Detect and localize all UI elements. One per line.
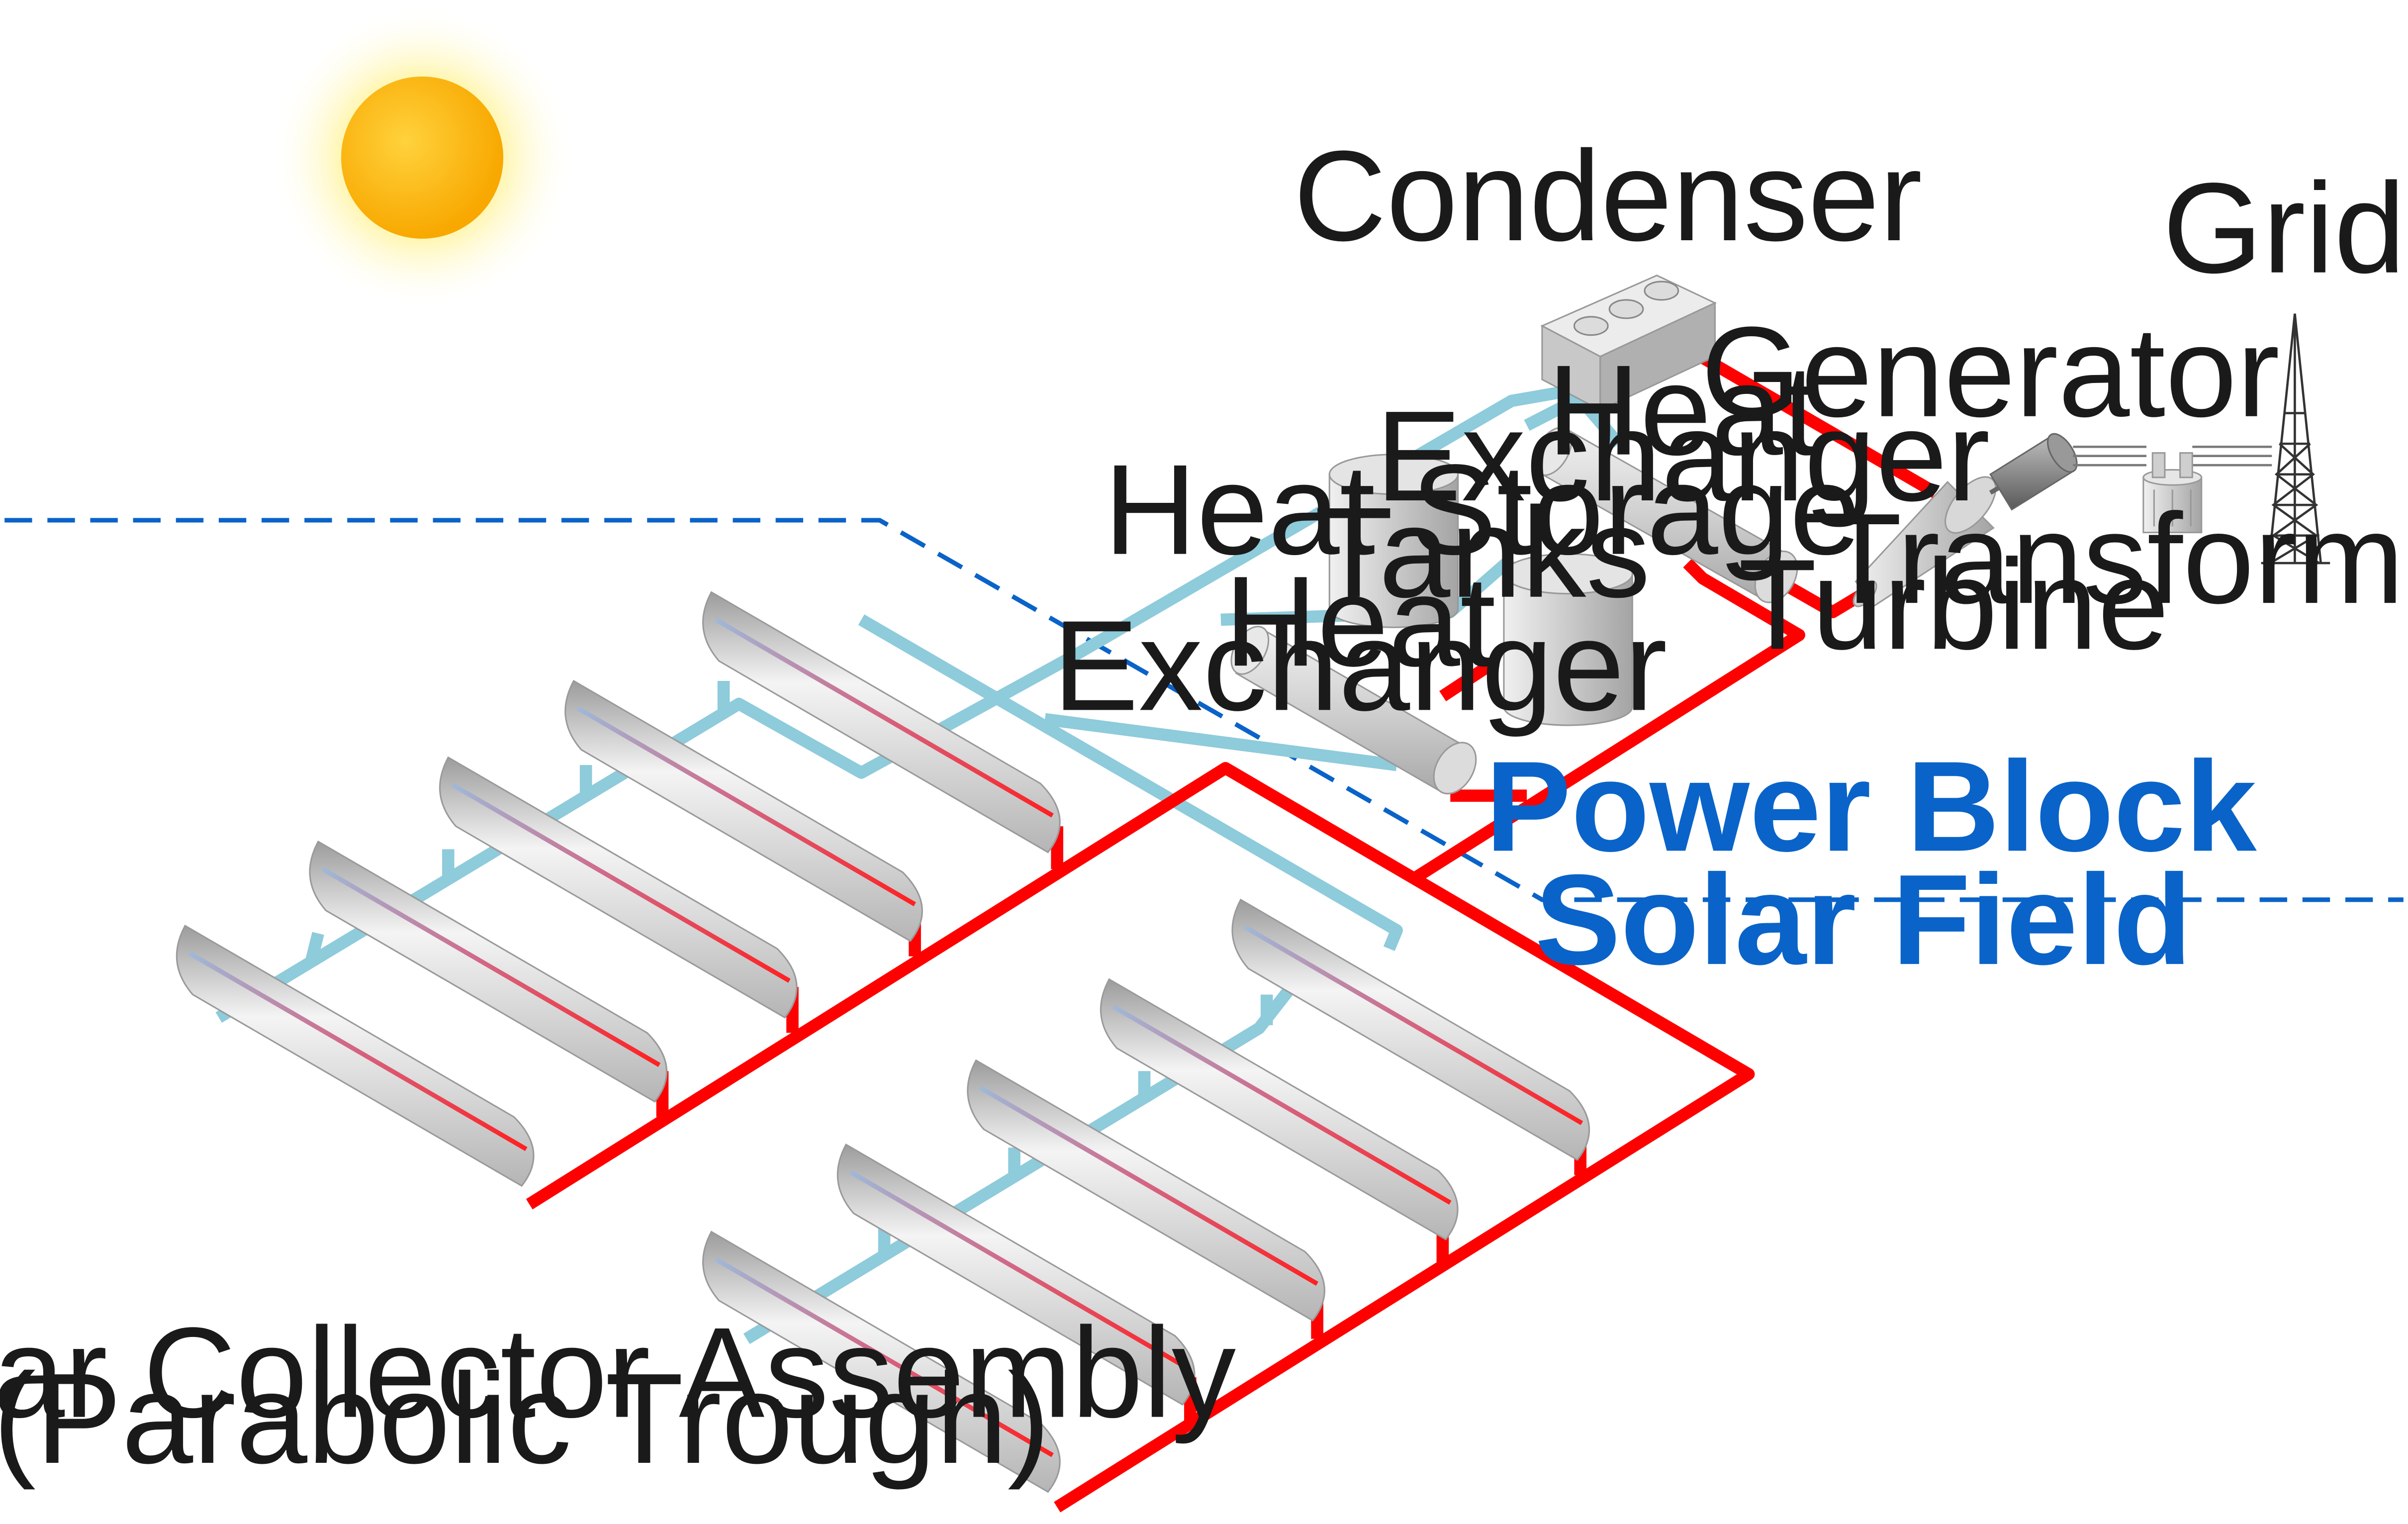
generator-icon (1989, 433, 2078, 511)
label-condenser: Condenser (1294, 124, 1922, 268)
condenser-icon (1540, 275, 1717, 411)
heat-exchanger-icon (1533, 427, 1798, 603)
label-heat-storage-line2: Tanks (1314, 480, 1650, 624)
collector-field-left (177, 592, 1060, 1186)
turbine-icon (1852, 476, 1997, 607)
zone-divider-line (4, 518, 2404, 902)
label-collector-line1: Solar Collector Assembly (0, 1301, 1236, 1445)
label-grid: Grid (2163, 156, 2406, 300)
label-transformer: Transformer (1823, 486, 2408, 630)
transformer-icon (2142, 452, 2203, 534)
label-heat-storage-line1: Heat Storage (1104, 438, 1861, 582)
label-heat-exchanger-top-line2: Exchanger (1376, 384, 1990, 529)
label-heat-exchanger-top-line1: Heat (1547, 338, 1819, 482)
label-turbine: Turbine (1738, 532, 2169, 676)
label-power-block: Power Block (1485, 734, 2258, 878)
storage-tank-icon (1503, 553, 1633, 726)
sun-icon (269, 4, 575, 311)
label-solar-field: Solar Field (1535, 848, 2192, 991)
power-line (2073, 445, 2272, 467)
transmission-tower-icon (2261, 313, 2330, 565)
label-heat-exchanger-bottom-line2: Exchanger (1053, 593, 1667, 738)
label-heat-exchanger-bottom-line1: Heat (1224, 549, 1496, 693)
label-generator: Generator (1701, 300, 2280, 444)
storage-tank-icon (1328, 454, 1459, 628)
label-collector-line2: (Parabolic Trough) (0, 1346, 1050, 1491)
heat-exchanger-icon (1230, 626, 1477, 795)
